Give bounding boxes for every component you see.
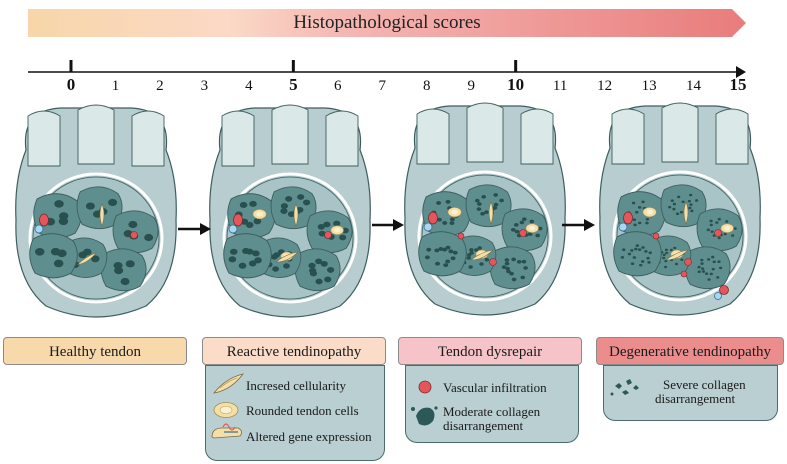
vessel-blue [34, 224, 44, 234]
tick-label: 1 [112, 78, 120, 94]
legend-reactive-gene: Altered gene expression [246, 429, 372, 444]
tendon-cross-section-3 [404, 102, 566, 316]
vessel-red [457, 232, 465, 240]
fascicle [617, 191, 666, 237]
vessel-red [130, 231, 138, 239]
fascicle [100, 248, 147, 292]
legend-dysrepair [405, 365, 579, 443]
arrow-icon-3 [562, 219, 595, 231]
legend-reactive-rounded: Rounded tendon cells [246, 403, 359, 418]
vessel-red [489, 258, 497, 266]
progression-arrows [178, 219, 595, 235]
vessel-blue [714, 292, 722, 300]
scale-arrowhead-icon [736, 66, 746, 78]
tick-label: 11 [553, 78, 567, 94]
fascicle [29, 233, 78, 279]
legend-dysrepair-vascular: Vascular infiltration [443, 380, 547, 395]
spindle-cell [99, 203, 105, 227]
spindle-cell [470, 249, 494, 261]
fascicle [684, 246, 731, 290]
vessel-blue [618, 222, 628, 232]
fascicle [33, 193, 82, 239]
fascicle [613, 231, 662, 277]
vessel-red [714, 229, 722, 237]
tendon-diagram [15, 102, 761, 318]
vessel-red [233, 213, 243, 227]
legend-dysrepair-collagen-1: Moderate collagen [443, 404, 541, 419]
vessel-red [428, 211, 438, 225]
stage-label-dysrepair: Tendon dysrepair [398, 337, 582, 365]
tick-label: 13 [642, 78, 657, 94]
spindle-cell [275, 251, 299, 263]
legend-degenerative-collagen-2: disarrangement [655, 391, 736, 406]
tick-label: 9 [467, 78, 475, 94]
fascicle [418, 231, 467, 277]
vessel-red [719, 285, 729, 295]
tick-label: 10 [507, 75, 524, 94]
stage-label-reactive: Reactive tendinopathy [202, 337, 386, 365]
fascicle [465, 184, 512, 228]
spindle-cell [488, 201, 494, 225]
tendon-cross-section-2 [209, 104, 371, 318]
fascicle [422, 191, 471, 237]
fascicle [76, 186, 123, 230]
tick-label: 5 [289, 75, 298, 94]
tendon-cross-section-4 [599, 102, 761, 316]
vessel-blue [228, 224, 238, 234]
spindle-cell [665, 249, 689, 261]
tick-label: 7 [379, 78, 387, 94]
spindle-cell [683, 201, 689, 225]
fascicle [223, 233, 272, 279]
tick-label: 4 [245, 78, 253, 94]
vessel-red [519, 229, 527, 237]
legend-reactive-cellularity: Incresed cellularity [246, 378, 346, 393]
vessel-red [680, 270, 688, 278]
vessel-red [623, 211, 633, 225]
vessel-red [324, 231, 332, 239]
arrow-icon-2 [372, 219, 404, 231]
fascicle [294, 248, 341, 292]
tick-label: 12 [597, 78, 612, 94]
vessel-red [684, 258, 692, 266]
tick-label: 14 [686, 78, 702, 94]
fascicle [489, 246, 536, 290]
banner-title: Histopathological scores [293, 12, 481, 33]
tick-label: 2 [156, 78, 164, 94]
legend-degenerative [603, 365, 778, 421]
tick-label: 15 [730, 75, 747, 94]
vessel-red [652, 232, 660, 240]
stage-label-healthy: Healthy tendon [3, 337, 187, 365]
tick-label: 3 [201, 78, 209, 94]
vessel-blue [423, 222, 433, 232]
tick-label: 6 [334, 78, 342, 94]
spindle-cell [293, 203, 299, 227]
tick-label: 8 [423, 78, 431, 94]
fascicle [270, 186, 317, 230]
score-banner-arrow [28, 9, 746, 37]
tendon-cross-section-1 [15, 104, 177, 318]
vessel-red [39, 213, 49, 227]
legend-degenerative-collagen-1: Severe collagen [663, 377, 746, 392]
tick-label: 0 [67, 75, 76, 94]
legend-dysrepair-collagen-2: disarrangement [443, 418, 524, 433]
arrow-icon-1 [178, 223, 211, 235]
stage-label-degenerative: Degenerative tendinopathy [596, 337, 784, 365]
